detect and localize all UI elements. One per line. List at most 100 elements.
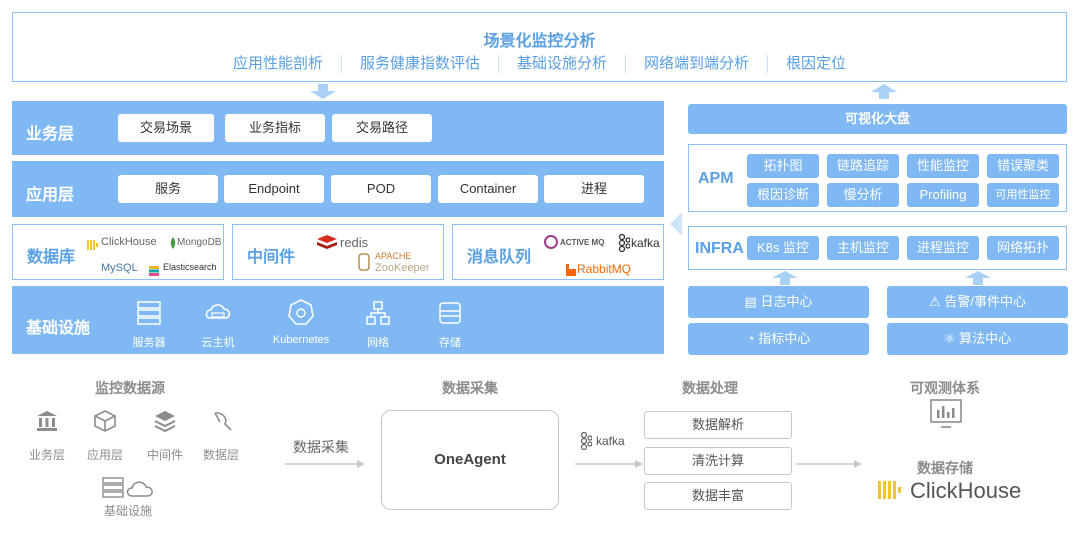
collect-arrow-icon: [285, 456, 365, 474]
application-chip[interactable]: 进程: [544, 175, 644, 203]
middleware-source-label: 中间件: [146, 448, 183, 462]
application-chip[interactable]: Endpoint: [224, 175, 324, 203]
storage-arrow-icon: [796, 456, 862, 474]
apm-chip[interactable]: 可用性监控: [987, 183, 1059, 207]
kafka-logo: kafka: [631, 236, 660, 250]
alert-center-label: 告警/事件中心: [944, 294, 1026, 309]
middleware-box: 中间件 redis APACHE ZooKeeper: [232, 224, 444, 280]
clickhouse-logo: ClickHouse: [101, 236, 157, 248]
business-chip[interactable]: 业务指标: [225, 114, 325, 142]
down-arrow-icon: [310, 84, 336, 105]
elasticsearch-logo: Elasticsearch: [163, 262, 217, 272]
apache-label: APACHE: [375, 251, 412, 261]
business-source-icon: [36, 410, 58, 437]
monitor-chart-icon: [929, 398, 963, 435]
application-chip[interactable]: 服务: [118, 175, 218, 203]
oneagent-box[interactable]: OneAgent: [381, 410, 559, 510]
business-layer: 业务层 交易场景 业务指标 交易路径: [12, 101, 664, 155]
message-queue-label: 消息队列: [467, 249, 532, 266]
redis-logo-icon: [317, 235, 337, 256]
metric-center-label: 指标中心: [758, 331, 811, 346]
apm-box: APM 拓扑图 链路追踪 性能监控 错误聚类 根因诊断 慢分析 Profilin…: [688, 144, 1067, 212]
mongodb-logo: MongoDB: [177, 237, 222, 248]
gauge-icon: ◔: [746, 331, 759, 346]
clickhouse-logo-icon: [87, 237, 99, 255]
apm-chip[interactable]: 慢分析: [827, 183, 899, 207]
scenario-items: 应用性能剖析 服务健康指数评估 基础设施分析 网络端到端分析 根因定位: [13, 55, 1066, 73]
oneagent-label: OneAgent: [434, 451, 506, 468]
process-title: 数据处理: [682, 380, 738, 396]
scenario-item[interactable]: 网络端到端分析: [625, 55, 767, 73]
infra-chip[interactable]: 进程监控: [907, 236, 979, 260]
process-step[interactable]: 数据解析: [644, 411, 792, 439]
app-source-icon: [93, 410, 117, 437]
storage-icon: [437, 300, 463, 331]
cloud-host-icon: [204, 300, 232, 329]
apm-chip[interactable]: 链路追踪: [827, 154, 899, 178]
collect-arrow-label: 数据采集: [293, 439, 349, 455]
process-step[interactable]: 清洗计算: [644, 447, 792, 475]
process-arrow-icon: [575, 456, 643, 474]
rabbitmq-logo-icon: [566, 263, 576, 281]
observability-title: 可观测体系: [910, 380, 980, 396]
clickhouse-storage-label: ClickHouse: [910, 478, 1022, 503]
network-label: 网络: [367, 337, 389, 349]
infra-chip[interactable]: 网络拓扑: [987, 236, 1059, 260]
log-center-button[interactable]: ▤ 日志中心: [688, 286, 869, 318]
infra-monitor-label: INFRA: [695, 240, 744, 257]
scenario-analysis-panel: 场景化监控分析 应用性能剖析 服务健康指数评估 基础设施分析 网络端到端分析 根…: [12, 12, 1067, 82]
middleware-source-icon: [154, 410, 176, 437]
data-source-label: 数据层: [202, 448, 239, 462]
algorithm-center-button[interactable]: ⚛ 算法中心: [887, 323, 1068, 355]
zookeeper-logo: ZooKeeper: [375, 262, 430, 274]
business-chip[interactable]: 交易场景: [118, 114, 214, 142]
dashboard-button[interactable]: 可视化大盘: [688, 104, 1067, 134]
apm-chip[interactable]: 根因诊断: [747, 183, 819, 207]
kubernetes-label: Kubernetes: [272, 334, 330, 346]
storage-title: 数据存储: [917, 460, 973, 476]
message-queue-box: 消息队列 ACTIVE MQ kafka RabbitMQ: [452, 224, 664, 280]
log-icon: ▤: [744, 294, 761, 309]
activemq-logo: ACTIVE MQ: [560, 238, 605, 247]
business-chip[interactable]: 交易路径: [332, 114, 432, 142]
middleware-label: 中间件: [247, 249, 296, 266]
apm-chip[interactable]: 错误聚类: [987, 154, 1059, 178]
collect-title: 数据采集: [442, 380, 498, 396]
alarm-icon: ⚠: [929, 294, 945, 309]
algorithm-center-label: 算法中心: [959, 331, 1012, 346]
scenario-item[interactable]: 应用性能剖析: [232, 55, 323, 72]
up-arrow-icon: [772, 271, 798, 290]
infra-monitor-box: INFRA K8s 监控 主机监控 进程监控 网络拓扑: [688, 226, 1067, 270]
process-step[interactable]: 数据丰富: [644, 482, 792, 510]
database-label: 数据库: [27, 249, 76, 266]
scenario-item[interactable]: 基础设施分析: [497, 55, 625, 73]
zookeeper-logo-icon: [357, 252, 371, 277]
up-arrow-icon: [871, 84, 897, 105]
infra-chip[interactable]: K8s 监控: [747, 236, 819, 260]
apm-chip[interactable]: 拓扑图: [747, 154, 819, 178]
apm-chip[interactable]: 性能监控: [907, 154, 979, 178]
kafka-icon: [580, 431, 593, 455]
database-box: 数据库 ClickHouse MongoDB MySQL Elasticsear…: [12, 224, 224, 280]
redis-logo: redis: [340, 235, 369, 250]
application-chip[interactable]: Container: [438, 175, 538, 203]
infra-source-label: 基础设施: [103, 504, 152, 518]
activemq-logo-icon: [543, 234, 559, 255]
clickhouse-storage-icon: [878, 481, 902, 504]
infrastructure-layer-label: 基础设施: [26, 320, 91, 337]
scenario-item[interactable]: 服务健康指数评估: [340, 55, 498, 73]
apm-chip[interactable]: Profiling: [907, 183, 979, 207]
application-chip[interactable]: POD: [331, 175, 431, 203]
infra-chip[interactable]: 主机监控: [827, 236, 899, 260]
scenario-title: 场景化监控分析: [483, 33, 596, 50]
scenario-item[interactable]: 根因定位: [767, 55, 864, 73]
atom-icon: ⚛: [943, 331, 960, 346]
kubernetes-icon: [288, 299, 314, 330]
up-arrow-icon: [965, 271, 991, 290]
business-source-label: 业务层: [28, 448, 65, 462]
data-source-icon: [212, 410, 234, 437]
metric-center-button[interactable]: ◔ 指标中心: [688, 323, 869, 355]
alert-center-button[interactable]: ⚠ 告警/事件中心: [887, 286, 1068, 318]
rabbitmq-logo: RabbitMQ: [577, 262, 632, 276]
apm-label: APM: [698, 170, 734, 187]
